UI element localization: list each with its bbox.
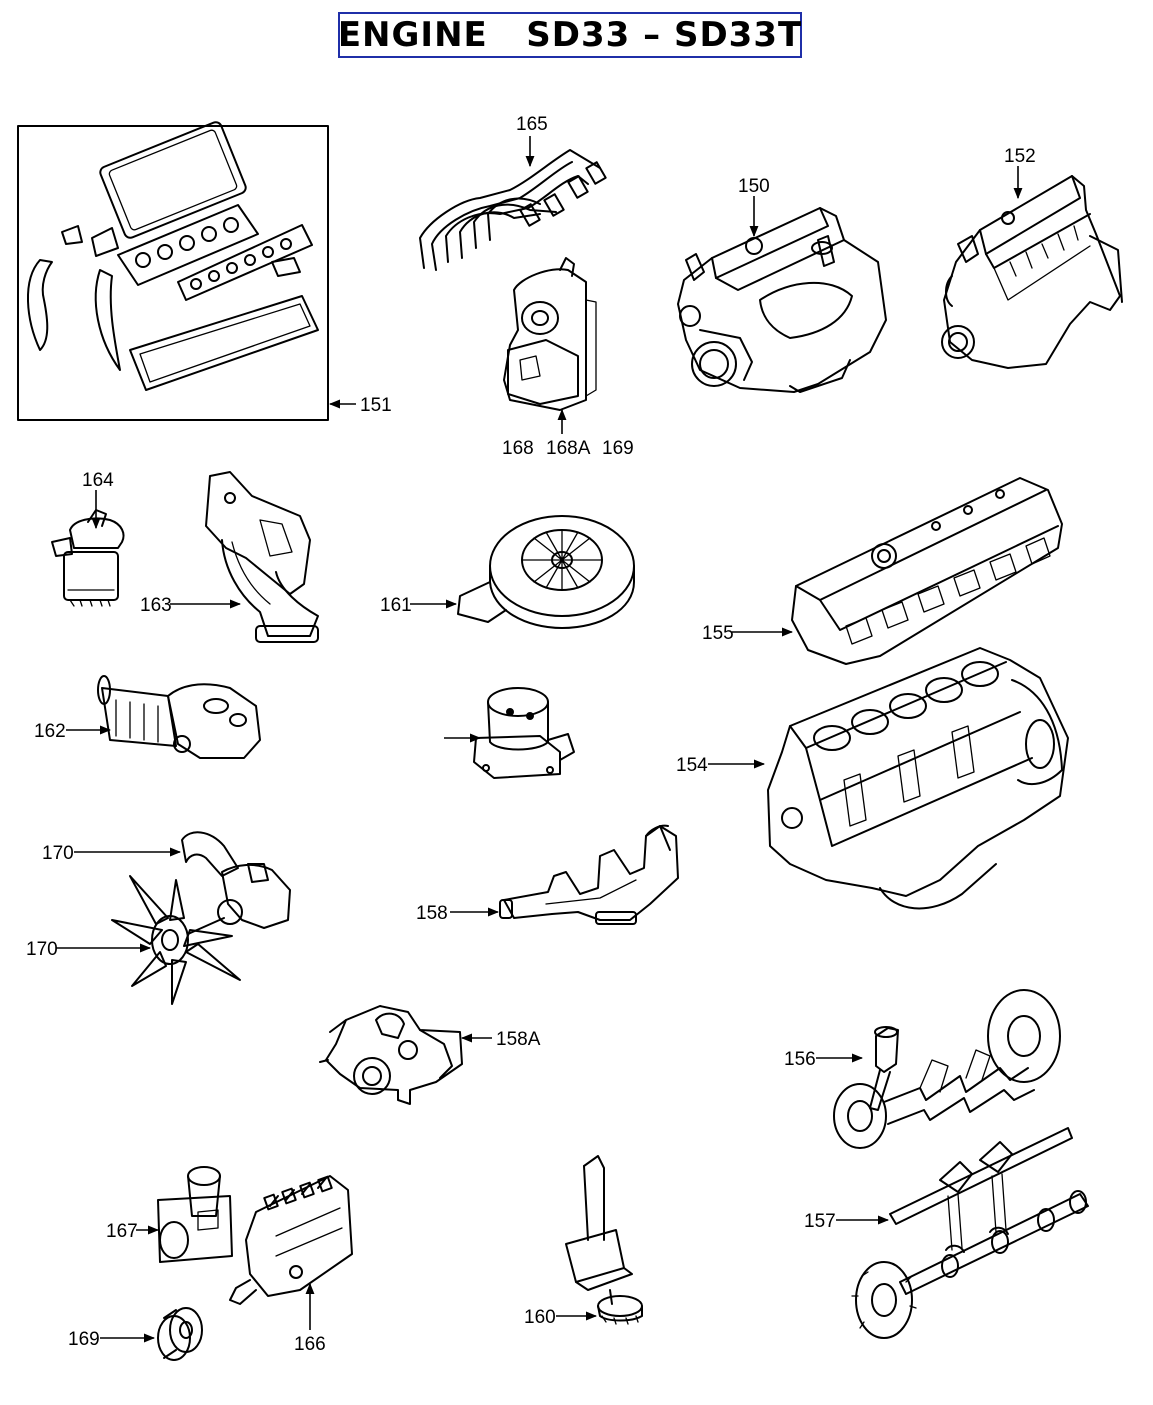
part-156-crankshaft-piston: [833, 989, 1061, 1149]
label-150: 150: [738, 176, 770, 197]
label-165: 165: [516, 114, 548, 135]
label-164: 164: [82, 470, 114, 491]
label-161: 161: [380, 595, 412, 616]
part-169-pulley: [157, 1307, 203, 1361]
part-160-oil-pump: [565, 1155, 643, 1325]
callout-labels: 151 165 168 168A 169 150 152 164 163 161…: [26, 114, 1036, 1355]
part-165-injection-pipes: [419, 149, 607, 271]
label-157: 157: [804, 1211, 836, 1232]
label-168A: 168A: [546, 438, 591, 459]
part-158A-turbocharger: [319, 1005, 463, 1105]
label-160: 160: [524, 1307, 556, 1328]
part-158-exhaust-manifold: [499, 824, 679, 925]
label-169-governor: 169: [602, 438, 634, 459]
label-168: 168: [502, 438, 534, 459]
label-152: 152: [1004, 146, 1036, 167]
label-155: 155: [702, 623, 734, 644]
part-154-cylinder-block: [767, 647, 1069, 910]
callout-leaders: [56, 136, 1023, 1343]
part-166-injection-pump: [229, 1175, 353, 1305]
part-152-engine-assembly: [941, 175, 1123, 369]
label-158: 158: [416, 903, 448, 924]
label-170-hose: 170: [42, 843, 74, 864]
part-157-camshaft-rocker: [851, 1127, 1089, 1339]
part-161-air-cleaner: [457, 515, 635, 629]
label-170-fan: 170: [26, 939, 58, 960]
part-151-gasket-set: [17, 121, 329, 421]
diagram-title-box: ENGINE SD33 – SD33T: [338, 12, 802, 58]
label-162: 162: [34, 721, 66, 742]
label-158A: 158A: [496, 1029, 541, 1050]
part-center-pump: [473, 687, 575, 779]
label-169-pulley: 169: [68, 1329, 100, 1350]
label-166: 166: [294, 1334, 326, 1355]
diagram-title: ENGINE SD33 – SD33T: [337, 15, 803, 55]
label-151: 151: [360, 395, 392, 416]
part-168-governor-assembly: [503, 257, 597, 411]
label-156: 156: [784, 1049, 816, 1070]
part-162-oil-filter: [97, 675, 261, 759]
label-154: 154: [676, 755, 708, 776]
part-164-fuel-filter: [51, 509, 125, 607]
part-163-manifold: [205, 471, 319, 643]
part-155-cylinder-head: [791, 477, 1063, 665]
label-163: 163: [140, 595, 172, 616]
label-167: 167: [106, 1221, 138, 1242]
part-170-water-pump-fan: [111, 831, 291, 1005]
part-150-complete-engine: [677, 207, 887, 393]
part-167-priming-pump: [157, 1166, 233, 1263]
